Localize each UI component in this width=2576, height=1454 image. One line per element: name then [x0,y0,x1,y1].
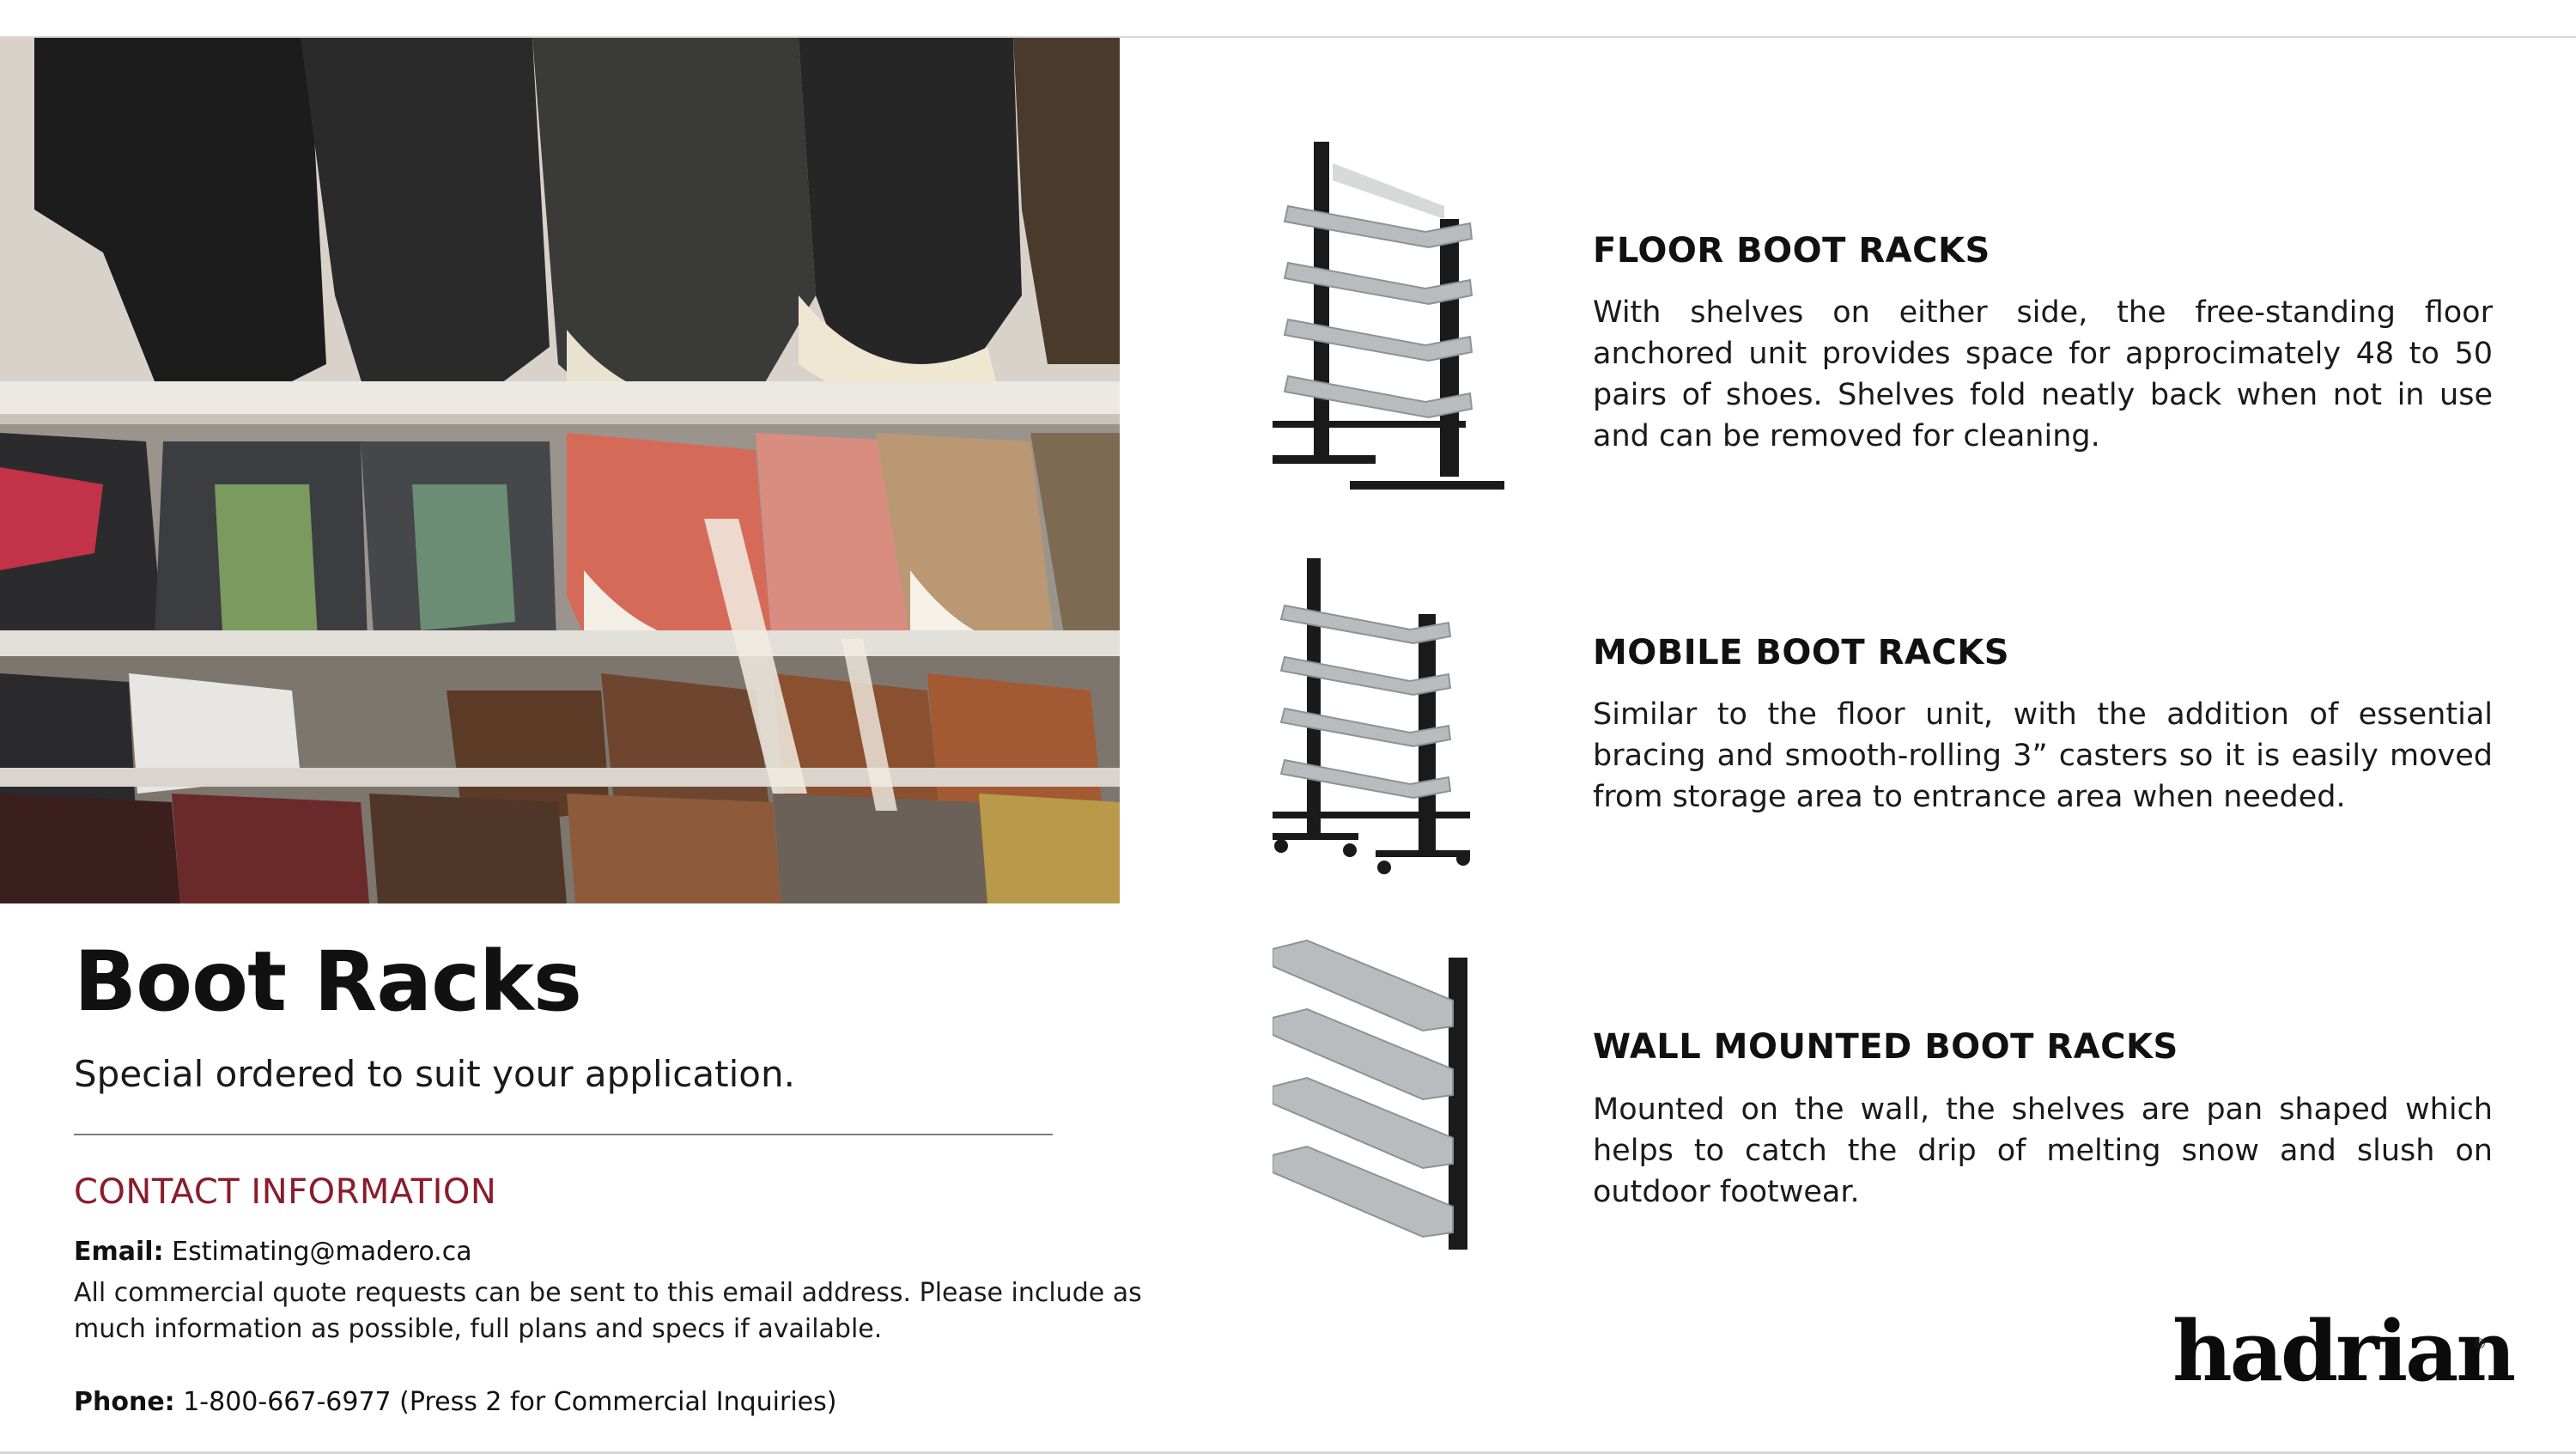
mobile-rack-heading: MOBILE BOOT RACKS [1593,633,2010,672]
phone-label: Phone: [74,1387,175,1417]
wall-rack-heading: WALL MOUNTED BOOT RACKS [1593,1027,2178,1067]
floor-rack-illustration [1273,142,1504,490]
top-rule [0,36,2576,38]
divider [74,1134,1053,1135]
bottom-rule [0,1451,2576,1454]
mobile-rack-illustration [1273,558,1470,874]
floor-rack-heading: FLOOR BOOT RACKS [1593,231,1990,271]
email-note: All commercial quote requests can be sen… [74,1278,1142,1344]
registered-mark: ® [2473,1335,2487,1352]
phone-line: Phone: 1-800-667-6977 (Press 2 for Comme… [74,1387,836,1418]
email-label: Email: [74,1237,164,1267]
page-subtitle: Special ordered to suit your application… [74,1053,795,1095]
wall-rack-description: Mounted on the wall, the shelves are pan… [1593,1092,2493,1209]
hadrian-logo: hadrian [2172,1303,2516,1400]
email-link[interactable]: Estimating@madero.ca [172,1237,472,1267]
mobile-rack-description: Similar to the floor unit, with the addi… [1593,697,2493,814]
floor-rack-description: With shelves on either side, the free-st… [1593,295,2493,453]
wall-rack-illustration [1273,939,1467,1250]
email-line: Email: Estimating@madero.ca [74,1237,472,1268]
shoe-rack-photo [0,38,1120,903]
phone-number[interactable]: 1-800-667-6977 (Press 2 for Commercial I… [183,1387,837,1417]
page-title: Boot Racks [74,934,582,1030]
contact-heading: CONTACT INFORMATION [74,1172,497,1212]
